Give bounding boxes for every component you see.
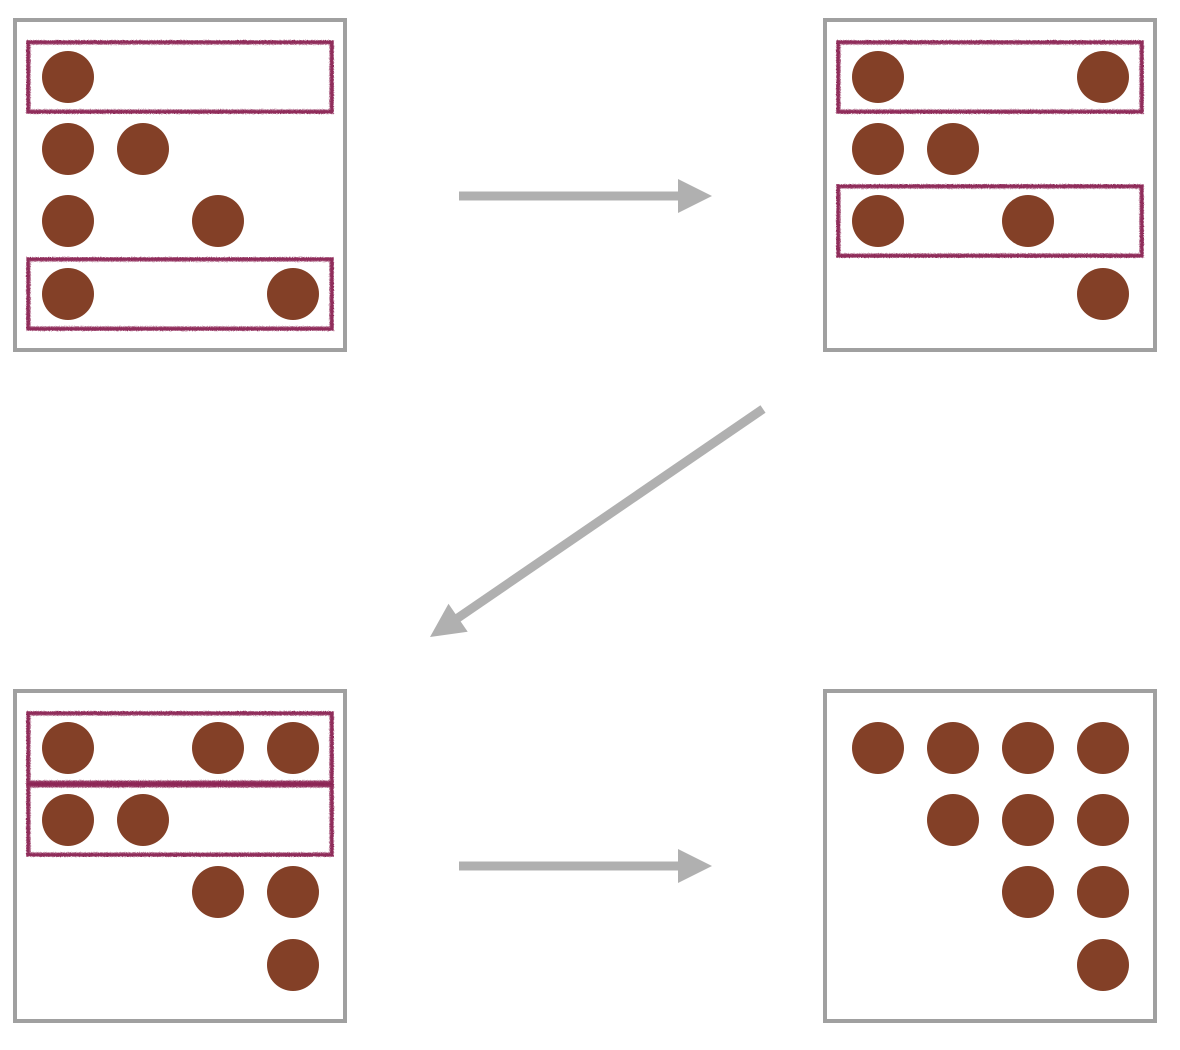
dot-r3-c3 — [1002, 195, 1054, 247]
arrow-head — [678, 849, 712, 883]
dot-r2-c2 — [927, 794, 979, 846]
dot-r1-c4 — [1077, 51, 1129, 103]
dot-r1-c4 — [1077, 722, 1129, 774]
dot-r2-c3 — [1002, 794, 1054, 846]
dot-r1-c3 — [192, 722, 244, 774]
dot-r1-c2 — [927, 722, 979, 774]
dot-r1-c1 — [852, 51, 904, 103]
row-highlight-box — [26, 257, 334, 331]
row-highlight-box — [26, 711, 334, 785]
arrow-step-1-to-step-2 — [459, 179, 712, 213]
row-highlight-box — [836, 184, 1144, 258]
dot-r1-c1 — [852, 722, 904, 774]
dot-r3-c3 — [1002, 866, 1054, 918]
dot-r3-c4 — [1077, 866, 1129, 918]
arrow-step-3-to-step-4 — [459, 849, 712, 883]
panel-step-3 — [13, 689, 347, 1023]
arrow-head — [678, 179, 712, 213]
dot-r1-c1 — [42, 722, 94, 774]
dot-r2-c4 — [1077, 794, 1129, 846]
dot-r3-c3 — [192, 195, 244, 247]
dot-r2-c1 — [42, 123, 94, 175]
dot-r2-c2 — [117, 123, 169, 175]
panel-step-4 — [823, 689, 1157, 1023]
arrow-step-2-to-step-3 — [430, 405, 766, 637]
dot-r1-c4 — [267, 722, 319, 774]
arrows-layer — [430, 179, 766, 883]
dot-r2-c2 — [927, 123, 979, 175]
row-highlight-box — [26, 783, 334, 857]
dot-r2-c1 — [42, 794, 94, 846]
panel-step-1 — [13, 18, 347, 352]
dot-r4-c1 — [42, 268, 94, 320]
row-highlight-box — [836, 40, 1144, 114]
dot-r4-c4 — [267, 268, 319, 320]
panel-step-2 — [823, 18, 1157, 352]
dot-r1-c1 — [42, 51, 94, 103]
dot-r2-c1 — [852, 123, 904, 175]
panels-layer — [13, 18, 1157, 1023]
dot-r4-c4 — [1077, 268, 1129, 320]
row-highlight-box — [26, 40, 334, 114]
arrow-head — [430, 603, 468, 637]
dot-r1-c3 — [1002, 722, 1054, 774]
dot-r3-c3 — [192, 866, 244, 918]
dot-r3-c4 — [267, 866, 319, 918]
dot-r4-c4 — [267, 939, 319, 991]
dot-r3-c1 — [852, 195, 904, 247]
dot-r3-c1 — [42, 195, 94, 247]
dot-r4-c4 — [1077, 939, 1129, 991]
dot-r2-c2 — [117, 794, 169, 846]
